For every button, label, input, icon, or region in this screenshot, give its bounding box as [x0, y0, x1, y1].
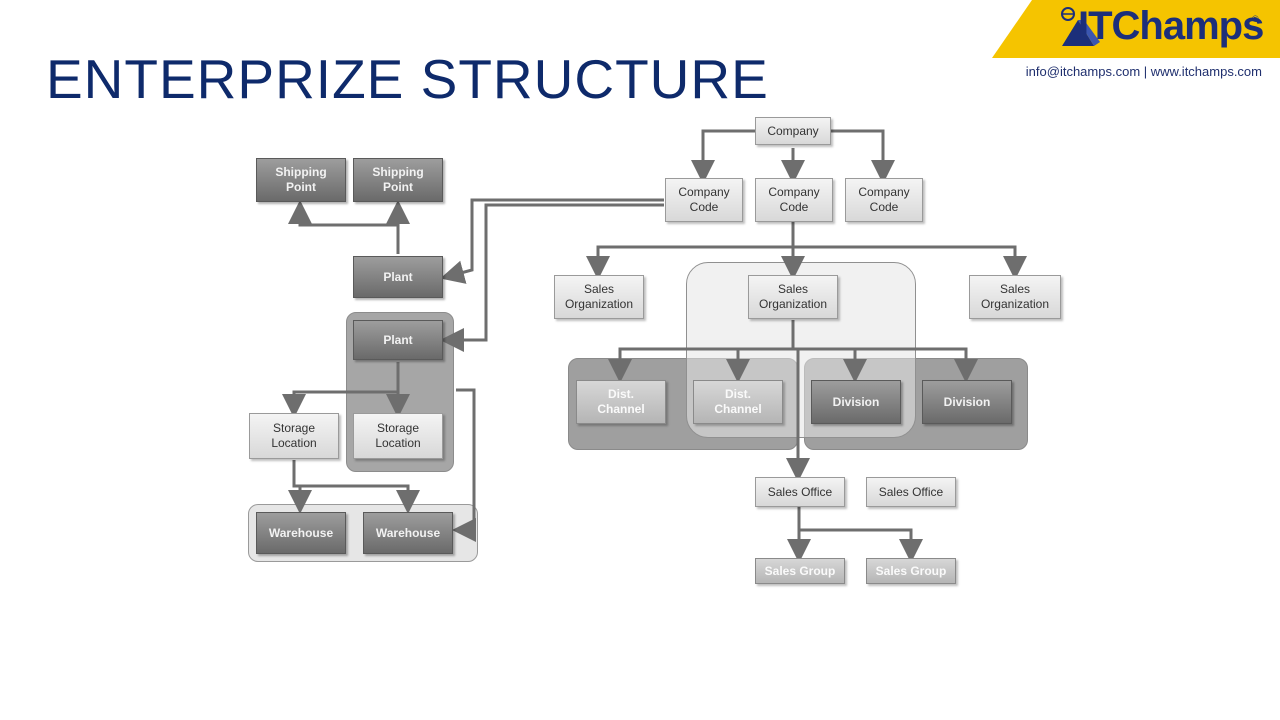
- warehouse-node-2: Warehouse: [363, 512, 453, 554]
- globe-pyramid-icon: [1061, 7, 1100, 46]
- storage-location-node-1: Storage Location: [249, 413, 339, 459]
- sales-group-node-1: Sales Group: [755, 558, 845, 584]
- sales-group-node-2: Sales Group: [866, 558, 956, 584]
- logo-wordmark[interactable]: ITChamps: [1078, 4, 1264, 48]
- dist-channel-node-2: Dist. Channel: [693, 380, 783, 424]
- contact-info[interactable]: info@itchamps.com | www.itchamps.com: [1025, 64, 1262, 79]
- page-title: ENTERPRIZE STRUCTURE: [46, 48, 769, 110]
- sales-office-node-2: Sales Office: [866, 477, 956, 507]
- storage-location-node-2: Storage Location: [353, 413, 443, 459]
- plant-node-1: Plant: [353, 256, 443, 298]
- sales-org-node-1: Sales Organization: [554, 275, 644, 319]
- registered-mark: ®: [1252, 14, 1259, 24]
- warehouse-node-1: Warehouse: [256, 512, 346, 554]
- plant-node-2: Plant: [353, 320, 443, 360]
- company-node: Company: [755, 117, 831, 145]
- company-code-node-1: Company Code: [665, 178, 743, 222]
- dist-channel-node-1: Dist. Channel: [576, 380, 666, 424]
- shipping-point-node-1: Shipping Point: [256, 158, 346, 202]
- itchamps-logo: [992, 0, 1280, 58]
- sales-org-node-2: Sales Organization: [748, 275, 838, 319]
- sales-office-node-1: Sales Office: [755, 477, 845, 507]
- company-code-node-3: Company Code: [845, 178, 923, 222]
- sales-org-node-3: Sales Organization: [969, 275, 1061, 319]
- division-node-2: Division: [922, 380, 1012, 424]
- company-code-node-2: Company Code: [755, 178, 833, 222]
- division-node-1: Division: [811, 380, 901, 424]
- shipping-point-node-2: Shipping Point: [353, 158, 443, 202]
